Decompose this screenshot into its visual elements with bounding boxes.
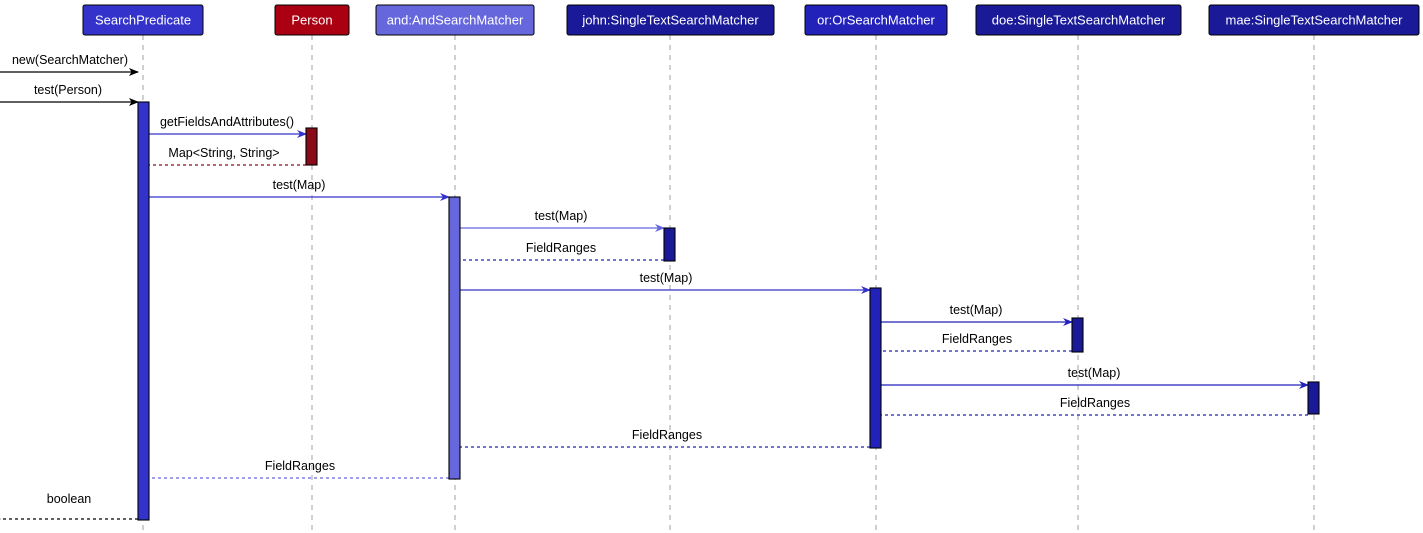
participant-label-doe: doe:SingleTextSearchMatcher: [992, 12, 1166, 27]
msg-fieldranges-or-label: FieldRanges: [632, 428, 702, 442]
participant-label-mae: mae:SingleTextSearchMatcher: [1225, 12, 1403, 27]
msg-boolean-label: boolean: [47, 492, 92, 506]
participant-label-or: or:OrSearchMatcher: [817, 12, 935, 27]
act-doe: [1071, 317, 1084, 353]
messages-layer: [0, 68, 1309, 523]
participant-header-and[interactable]: and:AndSearchMatcher: [375, 4, 535, 36]
act-person: [305, 127, 318, 166]
msg-map-string-string-label: Map<String, String>: [168, 146, 279, 160]
msg-fieldranges-and-label: FieldRanges: [265, 459, 335, 473]
act-searchpredicate: [137, 101, 150, 521]
message-labels-layer: new(SearchMatcher) test(Person) getFieldsA…: [12, 53, 1130, 506]
participant-box-searchpredicate: [82, 4, 204, 36]
msg-fieldranges-doe-label: FieldRanges: [942, 332, 1012, 346]
msg-test-map-and-label: test(Map): [273, 178, 326, 192]
participant-box-or: [804, 4, 948, 36]
msg-test-map-doe-label: test(Map): [950, 303, 1003, 317]
act-mae: [1307, 381, 1320, 415]
participant-box-john: [566, 4, 775, 36]
msg-fieldranges-john-label: FieldRanges: [526, 241, 596, 255]
msg-test-map-john-label: test(Map): [535, 209, 588, 223]
participant-box-mae: [1208, 4, 1420, 36]
participant-headers-layer: SearchPredicate Person and:AndSearchMatche…: [82, 4, 1420, 36]
msg-fieldranges-mae-label: FieldRanges: [1060, 396, 1130, 410]
participant-header-searchpredicate[interactable]: SearchPredicate: [82, 4, 204, 36]
msg-test-map-mae-label: test(Map): [1068, 366, 1121, 380]
participant-label-person: Person: [291, 12, 332, 27]
participant-label-john: john:SingleTextSearchMatcher: [581, 12, 759, 27]
participant-header-person[interactable]: Person: [274, 4, 350, 36]
participant-header-doe[interactable]: doe:SingleTextSearchMatcher: [975, 4, 1182, 36]
msg-getfieldsandattributes-label: getFieldsAndAttributes(): [160, 115, 294, 129]
msg-test-map-or-label: test(Map): [640, 271, 693, 285]
activations-layer: [137, 101, 1320, 521]
participant-label-searchpredicate: SearchPredicate: [95, 12, 191, 27]
participant-box-person: [274, 4, 350, 36]
act-and: [448, 196, 461, 480]
participant-header-mae[interactable]: mae:SingleTextSearchMatcher: [1208, 4, 1420, 36]
msg-test-person-label: test(Person): [34, 83, 102, 97]
msg-new-searchmatcher-label: new(SearchMatcher): [12, 53, 128, 67]
participant-box-and: [375, 4, 535, 36]
act-or: [869, 287, 882, 449]
participant-header-or[interactable]: or:OrSearchMatcher: [804, 4, 948, 36]
participant-label-and: and:AndSearchMatcher: [387, 12, 524, 27]
participant-box-doe: [975, 4, 1182, 36]
act-john: [663, 227, 676, 262]
participant-header-john[interactable]: john:SingleTextSearchMatcher: [566, 4, 775, 36]
